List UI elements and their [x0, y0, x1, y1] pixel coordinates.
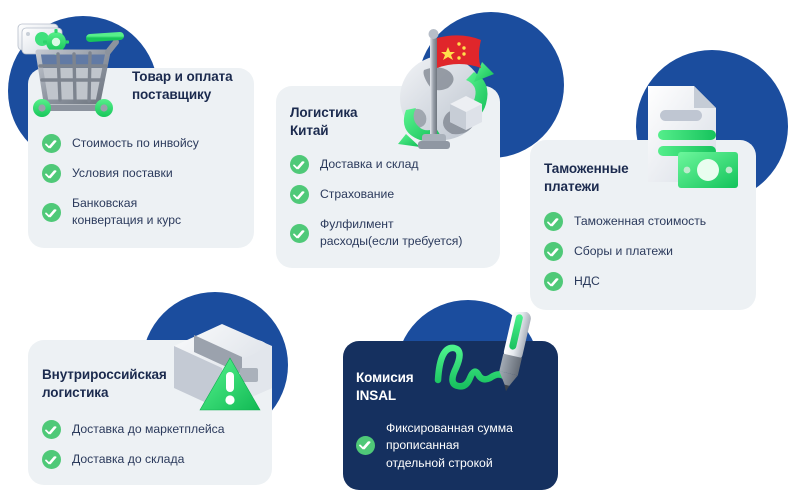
card-title: Таможенные платежи — [544, 161, 629, 195]
card-goods-and-supplier-payment[interactable]: Товар и оплата поставщику Стоимость по и… — [28, 68, 254, 248]
card-bullet-list: Доставка и склад Страхование Фулфилмент … — [290, 155, 492, 262]
check-icon — [42, 450, 61, 469]
card-title: Комисия INSAL — [356, 370, 414, 404]
check-icon — [356, 435, 375, 455]
card-bullet-list: Стоимость по инвойсу Условия поставки Ба… — [42, 134, 244, 241]
parcel-warning-icon — [164, 316, 282, 420]
check-icon — [544, 212, 563, 231]
card-title: Логистика Китай — [290, 105, 358, 139]
list-item-label: Фулфилмент расходы(если требуется) — [320, 217, 463, 249]
list-item: Фиксированная сумма прописанная отдельно… — [356, 419, 550, 472]
list-item-label: Стоимость по инвойсу — [72, 136, 199, 150]
list-item-label: Доставка до маркетплейса — [72, 422, 225, 437]
check-icon — [544, 272, 563, 291]
list-item-label: НДС — [574, 274, 600, 289]
check-icon — [290, 155, 309, 174]
list-item: Сборы и платежи — [544, 242, 748, 261]
list-item-label: Таможенная стоимость — [574, 214, 707, 229]
card-bullet-list: Доставка до маркетплейса Доставка до скл… — [42, 420, 264, 480]
globe-china-flag-icon — [366, 14, 506, 164]
card-insal-commission[interactable]: Комисия INSAL Фиксированная сумма пропис… — [343, 341, 558, 490]
list-item: НДС — [544, 272, 748, 291]
card-title: Товар и оплата поставщику — [132, 69, 233, 103]
list-item: Фулфилмент расходы(если требуется) — [290, 215, 492, 251]
list-item: Страхование — [290, 185, 492, 204]
check-icon — [42, 164, 61, 183]
list-item-label: Страхование — [320, 187, 395, 201]
check-icon — [42, 203, 61, 222]
pen-signature-icon — [424, 310, 554, 404]
list-item: Банковская конвертация и курс — [42, 194, 244, 230]
document-money-icon — [640, 82, 756, 192]
list-item-label: Условия поставки — [72, 166, 173, 180]
shopping-cart-money-icon — [12, 14, 132, 124]
check-icon — [544, 242, 563, 261]
list-item-label: Фиксированная сумма прописанная отдельно… — [386, 421, 513, 470]
list-item: Условия поставки — [42, 164, 244, 183]
card-title: Внутрироссийская логистика — [42, 367, 167, 401]
list-item-label: Банковская конвертация и курс — [72, 196, 182, 228]
list-item-label: Доставка до склада — [72, 452, 185, 467]
card-domestic-russian-logistics[interactable]: Внутрироссийская логистика Доставка до м… — [28, 340, 272, 485]
list-item: Доставка до маркетплейса — [42, 420, 264, 439]
list-item: Доставка до склада — [42, 450, 264, 469]
check-icon — [290, 185, 309, 204]
list-item-label: Сборы и платежи — [574, 244, 673, 259]
list-item: Стоимость по инвойсу — [42, 134, 244, 153]
check-icon — [42, 134, 61, 153]
list-item: Доставка и склад — [290, 155, 492, 174]
card-bullet-list: Фиксированная сумма прописанная отдельно… — [356, 419, 550, 483]
check-icon — [290, 224, 309, 243]
card-bullet-list: Таможенная стоимость Сборы и платежи НДС — [544, 212, 748, 302]
list-item: Таможенная стоимость — [544, 212, 748, 231]
check-icon — [42, 420, 61, 439]
list-item-label: Доставка и склад — [320, 157, 419, 171]
